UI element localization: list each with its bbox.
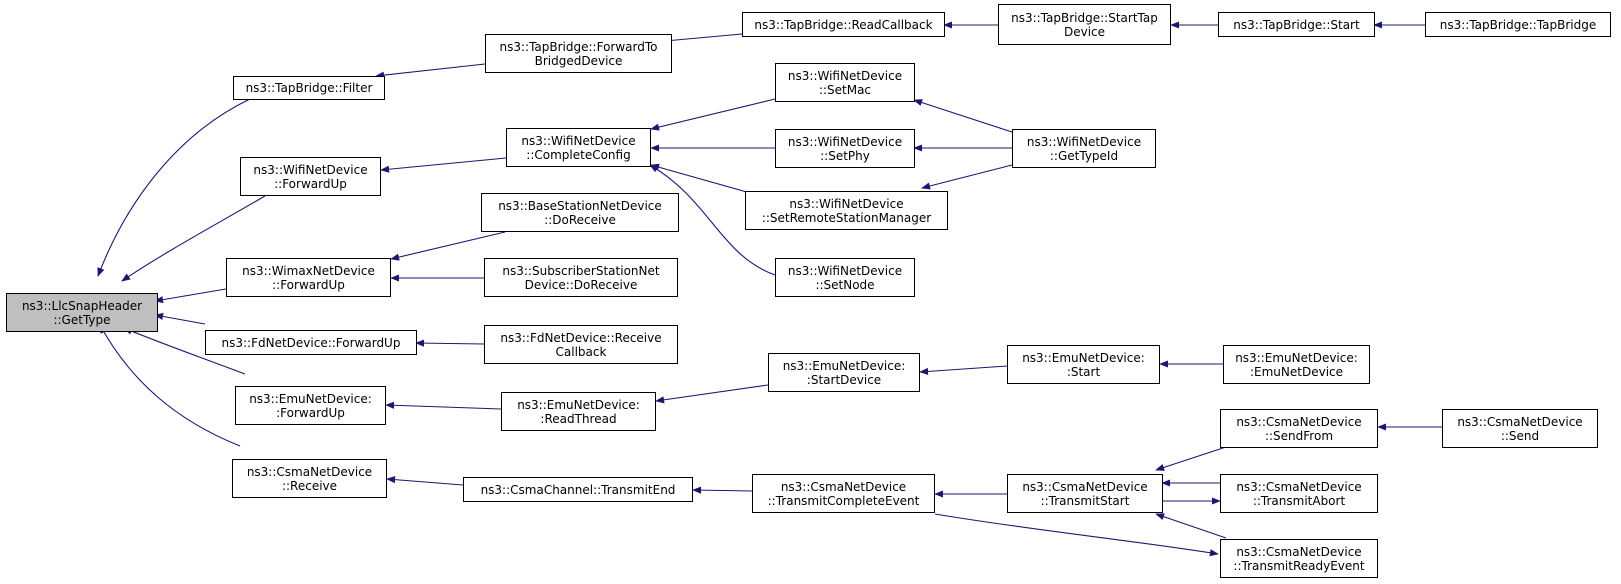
- node-tapbridge-filter[interactable]: ns3::TapBridge::Filter: [233, 76, 385, 100]
- edge-emustart-emustartdev: [919, 365, 1008, 376]
- node-wifinetdevice-setphy[interactable]: ns3::WifiNetDevice::SetPhy: [775, 129, 915, 168]
- edge-emufwd-root: [123, 327, 246, 375]
- node-wimaxnetdevice-forwardup[interactable]: ns3::WimaxNetDevice::ForwardUp: [226, 258, 391, 297]
- edge-filter-root: [97, 98, 251, 277]
- edge-fwdbridged-filter: [375, 63, 486, 79]
- node-csmachannel-transmitend[interactable]: ns3::CsmaChannel::TransmitEnd: [463, 477, 693, 502]
- node-csmanetdevice-transmitcompleteevent[interactable]: ns3::CsmaNetDevice::TransmitCompleteEven…: [752, 474, 935, 513]
- node-emunetdevice-emunetdevice[interactable]: ns3::EmuNetDevice::EmuNetDevice: [1223, 345, 1370, 384]
- node-wifinetdevice-setnode[interactable]: ns3::WifiNetDevice::SetNode: [775, 258, 915, 297]
- node-emunetdevice-readthread[interactable]: ns3::EmuNetDevice::ReadThread: [501, 392, 656, 431]
- node-wifinetdevice-completeconfig[interactable]: ns3::WifiNetDevice::CompleteConfig: [506, 128, 651, 167]
- node-emunetdevice-start[interactable]: ns3::EmuNetDevice::Start: [1007, 345, 1160, 384]
- edge-txcomplete-chantxend: [692, 486, 753, 494]
- edge-compcfg-wififwd: [380, 157, 507, 173]
- edge-csmarecv-root: [99, 324, 241, 447]
- node-wifinetdevice-setmac[interactable]: ns3::WifiNetDevice::SetMac: [775, 63, 915, 102]
- edge-sendfrom-txstart: [1155, 446, 1227, 471]
- edge-emuread-emufwd: [385, 401, 502, 410]
- edge-fdrecvcb-fdfwd: [415, 339, 485, 347]
- node-wifinetdevice-setremotestationmanager[interactable]: ns3::WifiNetDevice::SetRemoteStationMana…: [745, 191, 948, 230]
- edge-bsrecv-wimaxfwd: [390, 231, 506, 261]
- edge-txcomplete-txready: [934, 513, 1219, 557]
- edge-setmac-compcfg: [650, 98, 776, 131]
- edge-fdfwd-root: [154, 312, 206, 325]
- node-csmanetdevice-transmitreadyevent[interactable]: ns3::CsmaNetDevice::TransmitReadyEvent: [1220, 539, 1378, 578]
- node-tapbridge-start[interactable]: ns3::TapBridge::Start: [1218, 12, 1375, 37]
- edge-gettypeid-setrsm: [921, 164, 1013, 190]
- node-tapbridge-readcallback[interactable]: ns3::TapBridge::ReadCallback: [742, 12, 945, 37]
- edge-gettypeid-setmac: [913, 99, 1013, 133]
- node-tapbridge-tapbridge[interactable]: ns3::TapBridge::TapBridge: [1425, 12, 1611, 37]
- node-csmanetdevice-sendfrom[interactable]: ns3::CsmaNetDevice::SendFrom: [1220, 409, 1378, 448]
- edge-chantxend-csmarecv: [386, 476, 464, 486]
- node-csmanetdevice-transmitstart[interactable]: ns3::CsmaNetDevice::TransmitStart: [1007, 474, 1163, 513]
- node-basestationnetdevice-doreceive[interactable]: ns3::BaseStationNetDevice::DoReceive: [481, 193, 679, 232]
- edge-txready-txstart: [1155, 513, 1227, 539]
- edge-emustartdev-emuread: [655, 384, 769, 404]
- edge-wimaxfwd-root: [154, 288, 227, 304]
- node-wifinetdevice-forwardup[interactable]: ns3::WifiNetDevice::ForwardUp: [240, 157, 381, 196]
- node-emunetdevice-startdevice[interactable]: ns3::EmuNetDevice::StartDevice: [768, 353, 920, 392]
- node-wifinetdevice-gettypeid[interactable]: ns3::WifiNetDevice::GetTypeId: [1012, 129, 1156, 168]
- node-emunetdevice-forwardup[interactable]: ns3::EmuNetDevice::ForwardUp: [235, 386, 386, 425]
- edge-setnode-compcfg: [649, 164, 776, 276]
- node-csmanetdevice-transmitabort[interactable]: ns3::CsmaNetDevice::TransmitAbort: [1220, 474, 1378, 513]
- node-csmanetdevice-receive[interactable]: ns3::CsmaNetDevice::Receive: [232, 459, 387, 498]
- node-llcsnapheader-gettype: ns3::LlcSnapHeader::GetType: [6, 293, 158, 332]
- edge-wififwd-root: [121, 195, 266, 282]
- node-fdnetdevice-forwardup[interactable]: ns3::FdNetDevice::ForwardUp: [205, 330, 417, 355]
- node-csmanetdevice-send[interactable]: ns3::CsmaNetDevice::Send: [1442, 409, 1598, 448]
